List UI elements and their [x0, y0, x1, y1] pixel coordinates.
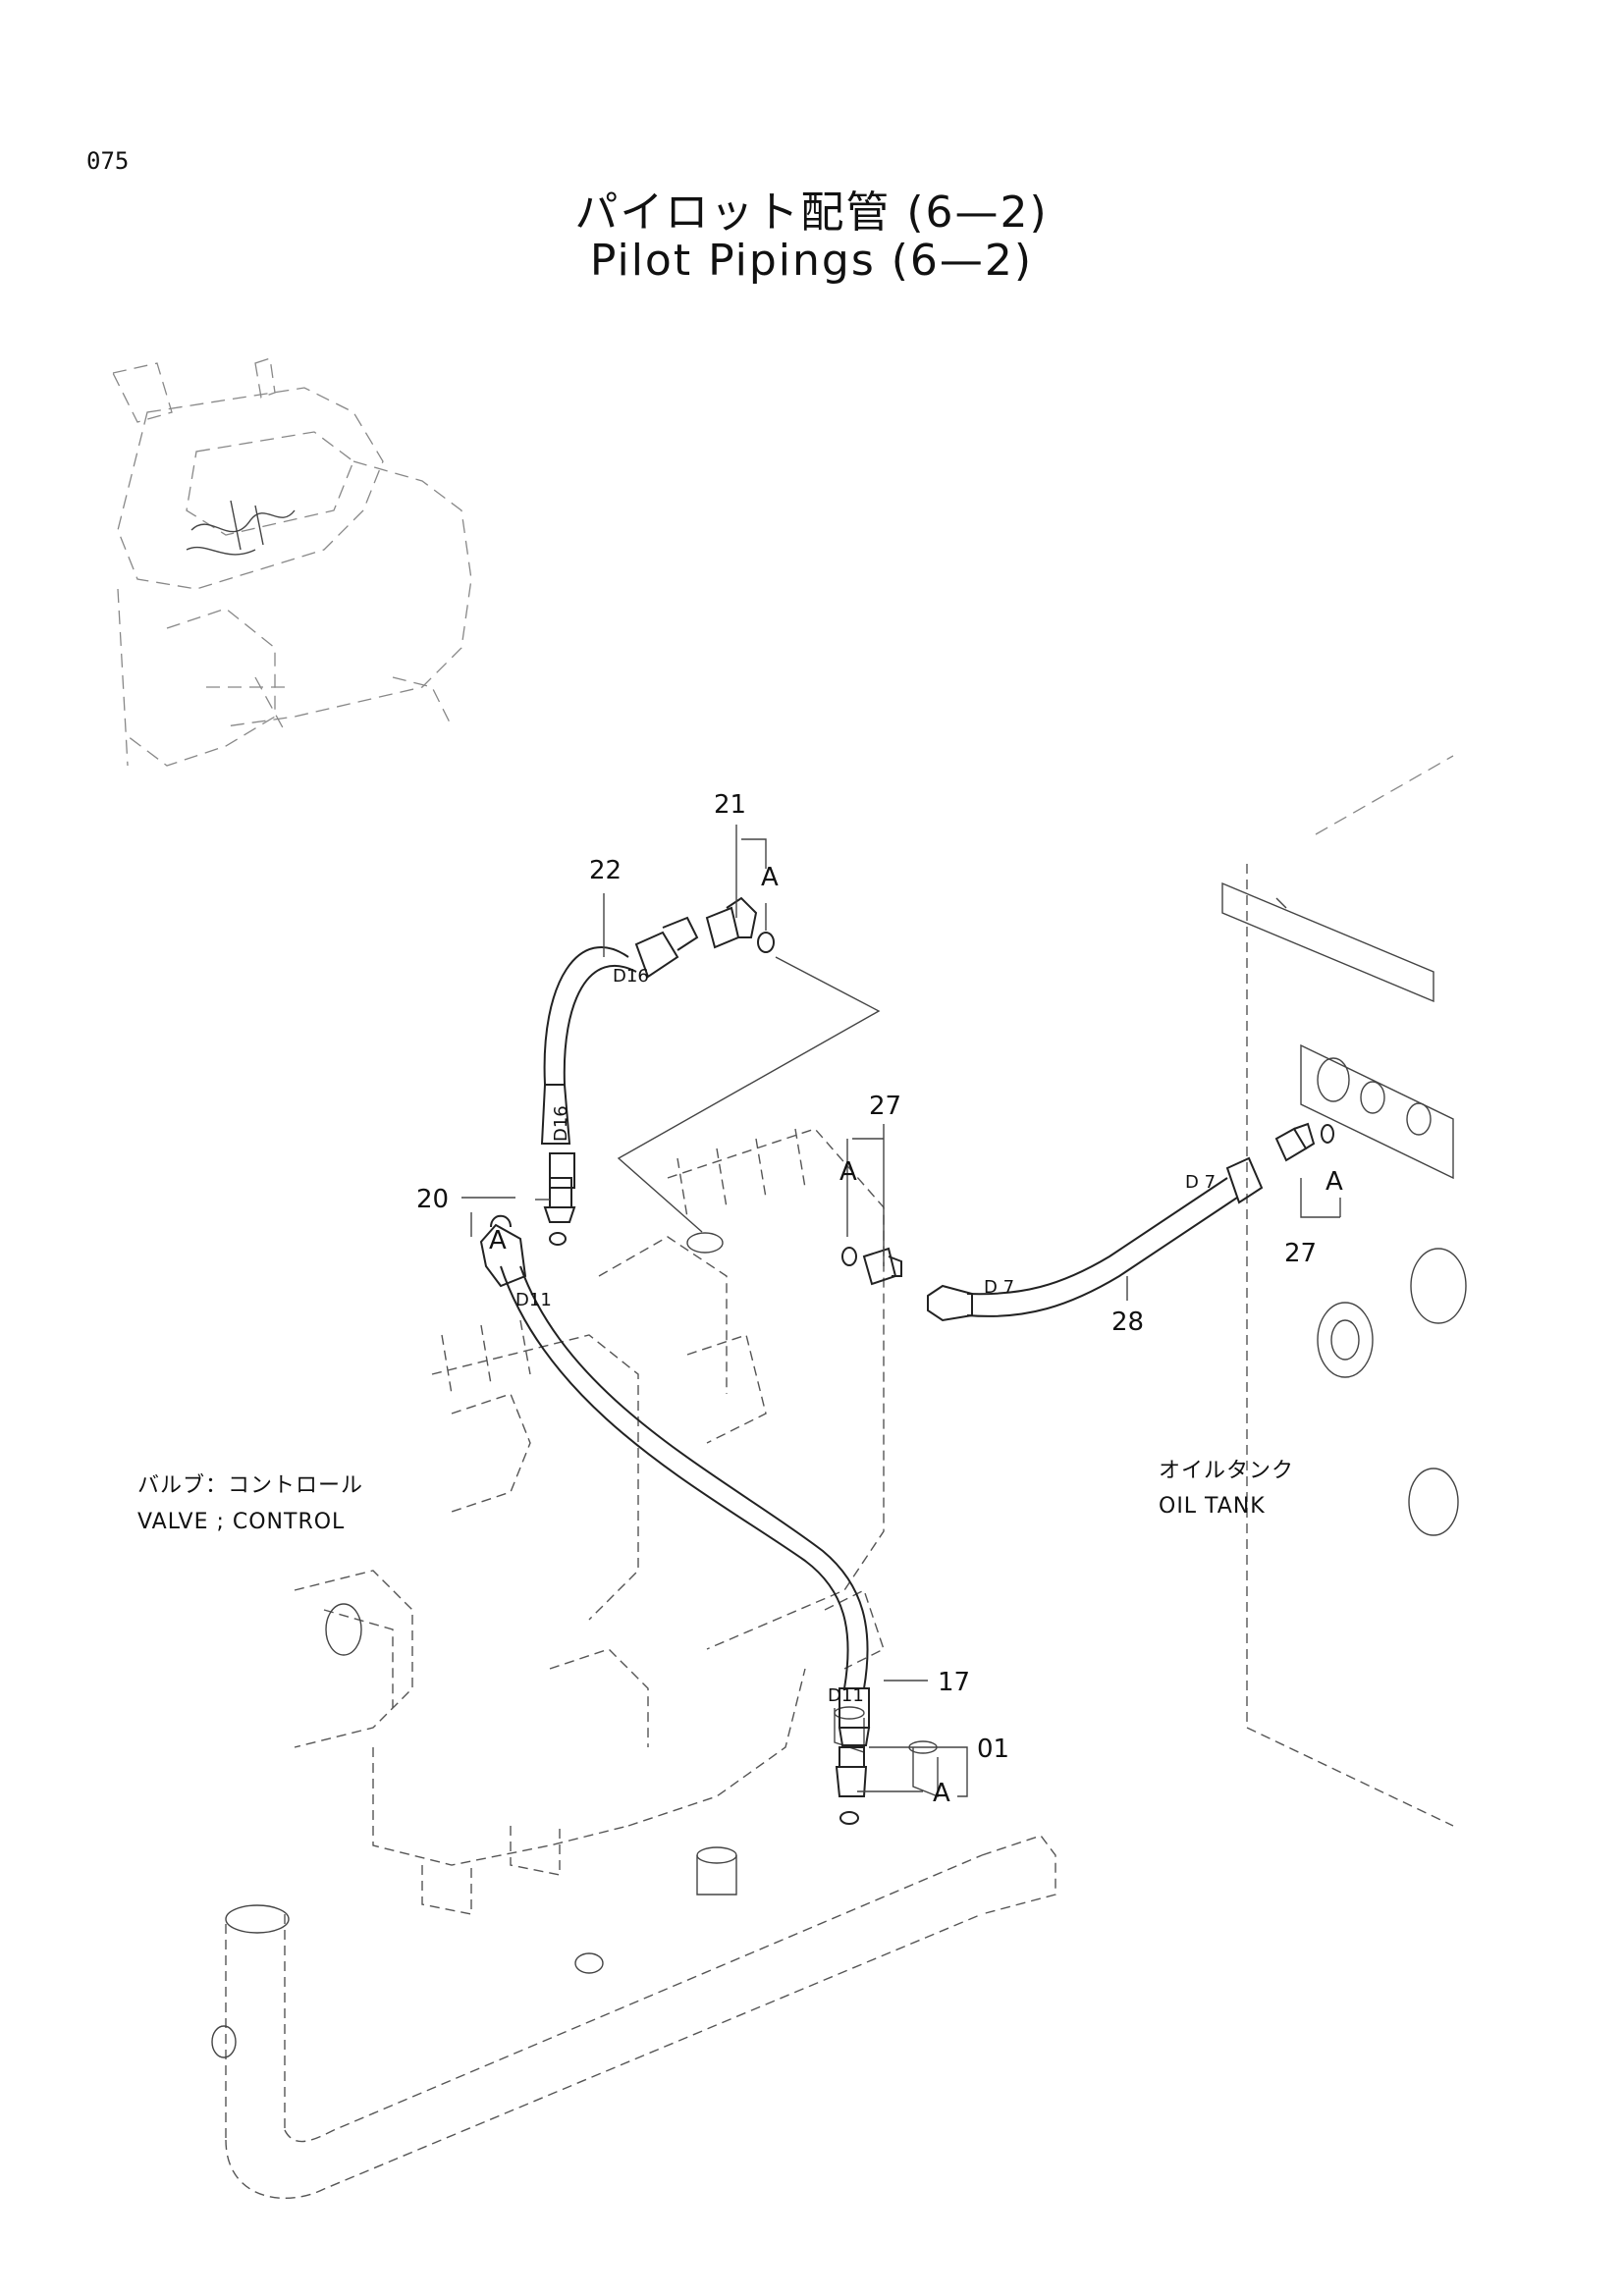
oil-tank-body: [1221, 755, 1467, 1827]
hose-28: [927, 1156, 1264, 1322]
adapter-27-right: [1274, 1122, 1334, 1162]
note-tank-en: OIL TANK: [1159, 1494, 1266, 1519]
callout-27-right: 27: [1284, 1239, 1317, 1268]
note-tank-jp: オイルタンク: [1159, 1459, 1294, 1483]
callout-28: 28: [1111, 1308, 1144, 1337]
return-pipe: [211, 1706, 1056, 2200]
hose-17: [479, 1214, 871, 1746]
control-valve-body: [294, 1128, 885, 1915]
leader-lines: [461, 825, 1341, 1797]
callout-a-27-top: A: [839, 1157, 857, 1187]
callout-a-27-right: A: [1325, 1167, 1343, 1197]
adapter-01: [835, 1746, 868, 1825]
adapter-27-left: [841, 1247, 902, 1286]
overview-thumbnail: [112, 357, 472, 767]
mark-d16-top: D16: [613, 966, 649, 987]
callout-17: 17: [938, 1668, 970, 1697]
callout-a-01: A: [933, 1779, 950, 1808]
callout-a-21: A: [761, 863, 779, 892]
page-title-japanese: パイロット配管 (6—2): [574, 187, 1049, 238]
adapter-20: [543, 1177, 576, 1246]
page-number: 075: [86, 147, 130, 175]
note-valve-jp: バルブ：コントロール: [137, 1473, 363, 1498]
mark-d16-bottom: D16: [551, 1105, 571, 1142]
page-title-english: Pilot Pipings (6—2): [589, 236, 1034, 286]
callout-27-top: 27: [869, 1092, 901, 1121]
mark-d11-top: D11: [515, 1290, 552, 1310]
mark-d11-bottom: D11: [828, 1685, 864, 1706]
mark-d7-left: D 7: [984, 1277, 1014, 1298]
callout-01: 01: [977, 1735, 1009, 1764]
note-valve-en: VALVE ; CONTROL: [137, 1510, 345, 1534]
adapter-21: [705, 896, 775, 953]
callout-20: 20: [416, 1185, 449, 1214]
callout-22: 22: [589, 856, 622, 885]
hose-22: [540, 916, 699, 1189]
callout-21: 21: [714, 790, 746, 820]
callout-a-20: A: [489, 1226, 507, 1255]
mark-d7-right: D 7: [1185, 1172, 1216, 1193]
